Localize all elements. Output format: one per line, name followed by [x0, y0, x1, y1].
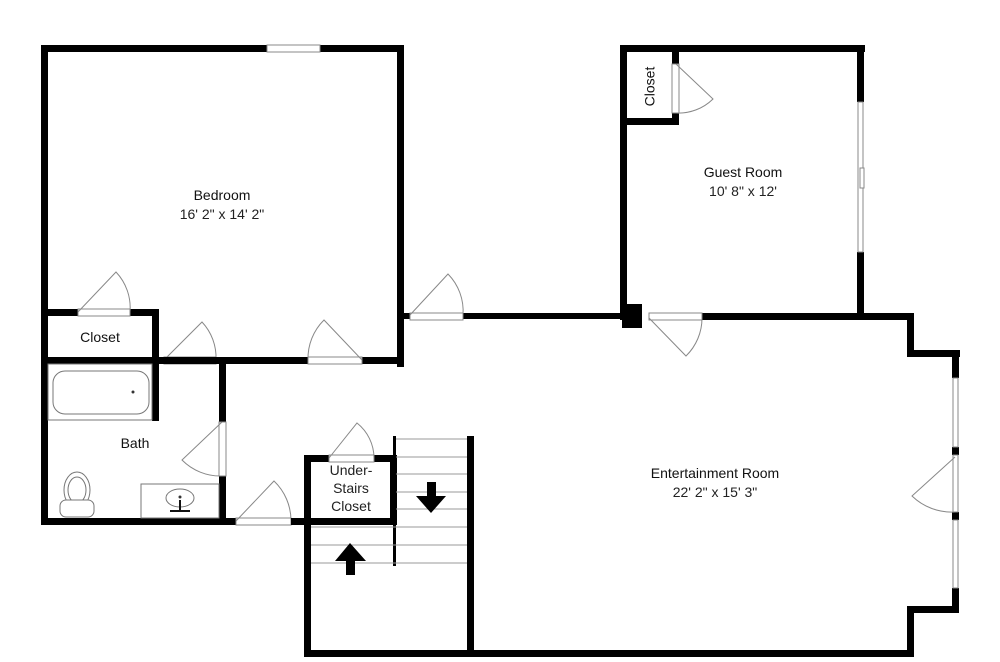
- room-name-line: Stairs: [333, 480, 369, 496]
- stairwell-walls: [304, 436, 474, 657]
- entertainment-room-walls: [304, 313, 960, 657]
- hall-walls: [404, 313, 623, 319]
- guest-closet-door[interactable]: [671, 63, 714, 114]
- room-name: Guest Room: [703, 164, 783, 180]
- stair-down-arrow-icon: [416, 482, 446, 513]
- guest-room-label: Guest Room 10' 8" x 12': [668, 163, 818, 201]
- stair-up-arrow-icon: [335, 543, 366, 575]
- sink-vanity: [140, 483, 220, 519]
- guest-room-window: [857, 101, 865, 253]
- bedroom-label: Bedroom 16' 2" x 14' 2": [142, 186, 302, 224]
- bedroom-closet-door[interactable]: [77, 271, 131, 317]
- guest-room-walls: [620, 45, 914, 328]
- hall-door[interactable]: [235, 480, 292, 526]
- bedroom-door[interactable]: [307, 319, 363, 365]
- hall-door-upper[interactable]: [409, 273, 464, 321]
- entertainment-windows: [952, 377, 959, 589]
- guest-closet-label: Closet: [641, 57, 660, 117]
- guest-room-door[interactable]: [648, 312, 703, 357]
- bath-label: Bath: [105, 434, 165, 453]
- room-dimensions: 16' 2" x 14' 2": [179, 206, 265, 222]
- bedroom-window: [266, 44, 321, 53]
- room-dimensions: 10' 8" x 12': [709, 183, 777, 199]
- room-name-line: Closet: [331, 498, 371, 514]
- room-name: Closet: [641, 66, 658, 107]
- room-name: Closet: [80, 329, 120, 345]
- bedroom-walls: [41, 45, 404, 525]
- entertainment-room-label: Entertainment Room 22' 2" x 15' 3": [615, 464, 815, 502]
- room-dimensions: 22' 2" x 15' 3": [672, 484, 758, 500]
- bedroom-closet-label: Closet: [60, 328, 140, 347]
- bath-side-door[interactable]: [181, 421, 227, 477]
- room-name: Bedroom: [193, 187, 251, 203]
- bathtub: [47, 363, 153, 421]
- room-name: Entertainment Room: [650, 465, 780, 481]
- under-stairs-closet-door[interactable]: [328, 422, 375, 463]
- under-stairs-closet-label: Under- Stairs Closet: [311, 461, 391, 515]
- room-name-line: Under-: [329, 462, 373, 478]
- toilet: [59, 471, 95, 518]
- room-name: Bath: [120, 435, 150, 451]
- entertainment-exterior-door[interactable]: [911, 454, 959, 513]
